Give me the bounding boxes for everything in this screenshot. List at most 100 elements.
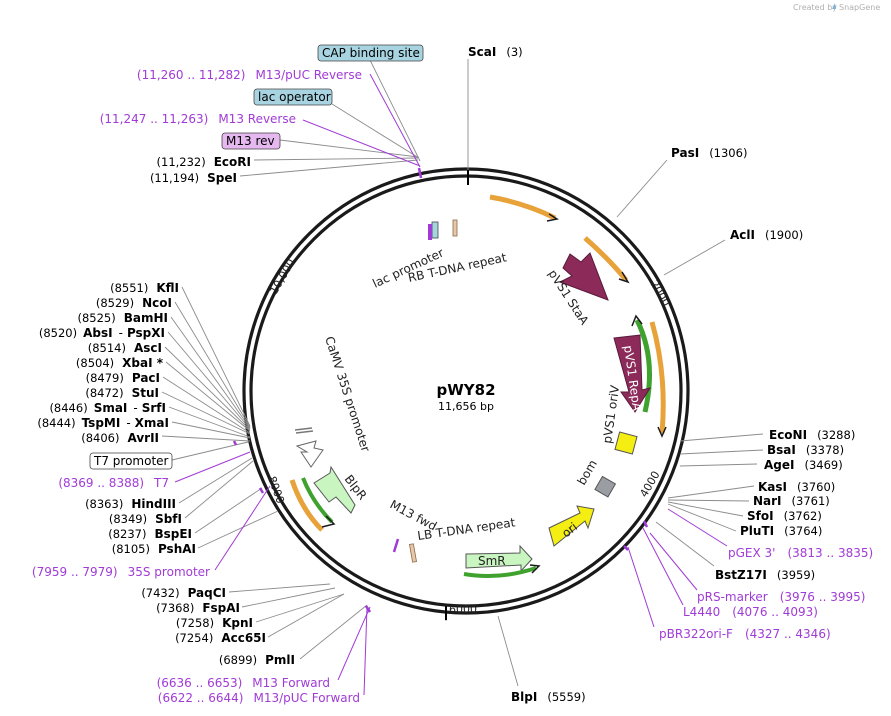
primer-m13-rev: (11,247 .. 11,263)M13 Reverse — [100, 112, 296, 126]
pshai-leader — [197, 510, 279, 549]
xbai-leader — [165, 361, 251, 432]
l4440-leader — [642, 527, 684, 606]
tick-6000: 6000 — [449, 603, 477, 616]
primer-leaders — [174, 73, 728, 696]
orange-arc-2-head — [618, 271, 630, 284]
pbr322-leader — [627, 546, 655, 628]
primer-35s: (7959 .. 7979)35S promoter — [32, 565, 210, 579]
credit-text: Created by — [793, 3, 837, 12]
site-pluti: PluTI(3764) — [740, 524, 822, 538]
pvs1-staa-arrow — [558, 252, 609, 301]
site-avrii: (8406)AvrII — [81, 431, 159, 445]
bamhi-leader — [170, 316, 251, 429]
cap-box — [317, 44, 424, 62]
pvs1-oriv-box — [614, 431, 638, 455]
lacop-box — [253, 88, 333, 106]
kpni-leader — [255, 593, 345, 623]
site-bamhi: (8525)BamHI — [77, 311, 168, 325]
site-pshai: (8105)PshAI — [112, 542, 196, 556]
site-kfli: (8551)KflI — [110, 281, 179, 295]
sbfi-leader — [184, 460, 254, 519]
primer-pbr322: pBR322ori-F(4327 .. 4346) — [659, 627, 831, 641]
m13rev-leader — [279, 139, 419, 158]
smr-green-arc — [463, 566, 537, 578]
ori-arrow — [548, 505, 595, 547]
site-sbfi: (8349)SbfI — [109, 512, 182, 526]
acli-leader — [663, 239, 726, 276]
site-paci: (8479)PacI — [86, 371, 160, 385]
paqci-leader — [228, 583, 331, 593]
smr-label: SmR — [478, 554, 506, 568]
site-spei: (11,194)SpeI — [150, 171, 237, 185]
35s-primer-leader — [214, 485, 271, 571]
site-kpni: (7258)KpnI — [176, 616, 253, 630]
site-stui: (8472)StuI — [85, 386, 159, 400]
backbone-inner-ring — [249, 174, 683, 608]
35s-site-mark — [258, 487, 265, 494]
site-agei: AgeI(3469) — [764, 458, 843, 472]
ecori-leader — [253, 157, 419, 161]
pgex-leader — [667, 508, 728, 547]
blpi-leader — [497, 615, 519, 687]
snapgene-logo-icon — [832, 3, 836, 9]
primer-l4440: L4440(4076 .. 4093) — [683, 605, 818, 619]
site-pmli: (6899)PmlI — [219, 653, 295, 667]
m13-fwd-marker — [392, 538, 400, 553]
tick-2000: 2000 — [647, 278, 672, 309]
boxed-labels: CAP binding site lac operator M13 rev T7… — [89, 44, 424, 470]
site-tspmi-xmai: (8444)TspMI-XmaI — [37, 416, 169, 430]
plasmid-name: pWY82 — [436, 381, 495, 399]
stui-leader — [161, 391, 251, 435]
pluti-leader — [667, 503, 737, 532]
hindiii-leader — [178, 457, 253, 504]
site-econi: EcoNI(3288) — [769, 428, 855, 442]
site-bsai: BsaI(3378) — [767, 443, 844, 457]
bsai-leader — [679, 449, 764, 455]
avrii-leader — [161, 435, 251, 442]
lb-tdna-marker — [409, 543, 417, 563]
site-acli: AclI(1900) — [730, 228, 803, 242]
m13puc-fwd-leader — [363, 606, 368, 696]
camv-35s-arrow — [295, 440, 324, 468]
site-paqci: (7432)PaqCI — [141, 586, 226, 600]
primer-m13puc-forward: (6622 .. 6644)M13/pUC Forward — [158, 691, 360, 705]
primer-labels: (11,260 .. 11,282)M13/pUC Reverse (11,24… — [32, 68, 873, 705]
primer-m13-forward: (6636 .. 6653)M13 Forward — [157, 676, 330, 690]
site-bstz17i: BstZ17I(3959) — [715, 568, 815, 582]
t7prom-box — [89, 452, 173, 470]
camv-label: CaMV 35S promoter — [322, 335, 373, 454]
orange-arc-1 — [489, 194, 557, 221]
tick-10000: 10,000 — [267, 257, 298, 297]
asci-leader — [164, 346, 251, 431]
credit-brand: SnapGene — [839, 3, 880, 12]
site-absi-pspxi: (8520)AbsI-PspXI — [39, 326, 165, 340]
t7-marker-b — [295, 430, 314, 434]
site-ncoi: (8529)NcoI — [96, 296, 172, 310]
t7-primer-leader — [174, 451, 251, 483]
site-sfoi: SfoI(3762) — [747, 509, 822, 523]
smai-leader — [168, 406, 251, 438]
backbone-outer-ring — [242, 167, 690, 615]
smr-green-arc-head — [529, 564, 541, 574]
m13-rev-mark — [428, 224, 432, 240]
site-nari: NarI(3761) — [753, 494, 830, 508]
orange-arc-3 — [649, 321, 666, 434]
cap-leader — [369, 59, 421, 162]
kasi-leader — [667, 485, 755, 499]
lac-operator-mark — [431, 221, 439, 239]
nari-leader — [667, 499, 750, 502]
pvs1-repa-arrow — [613, 334, 652, 413]
site-hindiii: (8363)HindIII — [85, 497, 176, 511]
snapgene-credit: Created by SnapGene — [793, 3, 880, 12]
m13puc-rev-leader — [369, 73, 421, 168]
agei-leader — [679, 463, 758, 467]
green-arc-repa — [634, 318, 652, 413]
site-pasi: PasI(1306) — [671, 146, 747, 160]
bom-label: bom — [574, 457, 599, 487]
econi-leader — [679, 433, 764, 442]
bstz17i-leader — [655, 521, 715, 567]
fspai-leader — [241, 587, 336, 608]
kfli-leader — [181, 286, 251, 427]
absi-leader — [167, 331, 251, 430]
